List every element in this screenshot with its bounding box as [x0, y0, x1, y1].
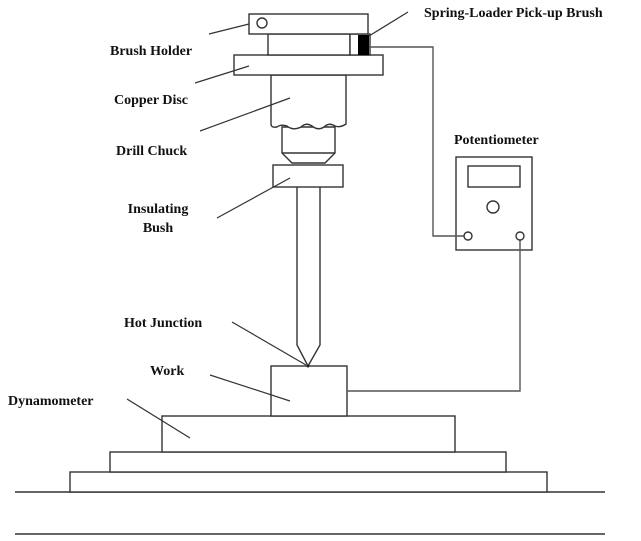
label-spring-brush: Spring-Loader Pick-up Brush	[424, 6, 603, 21]
dynamometer	[161, 415, 456, 453]
leader-hot-junction	[231, 321, 307, 366]
leader-insulating-bush	[216, 177, 291, 219]
base-plate-middle	[109, 451, 507, 473]
copper-disc	[233, 54, 384, 76]
label-work: Work	[150, 364, 184, 379]
label-hot-junction: Hot Junction	[124, 316, 202, 331]
leader-copper-disc	[194, 65, 250, 84]
insulating-bush	[272, 164, 344, 188]
spindle-block	[267, 33, 351, 56]
leader-spring-brush	[368, 11, 409, 37]
drill-chuck-lower	[281, 126, 336, 164]
leader-drill-chuck	[199, 97, 291, 132]
drill-bit	[296, 187, 321, 368]
potentiometer-terminal-right	[515, 231, 525, 241]
wire-brush-to-potentiometer	[369, 46, 464, 237]
label-potentiometer: Potentiometer	[454, 133, 539, 148]
label-brush-holder: Brush Holder	[110, 44, 192, 59]
label-copper-disc: Copper Disc	[114, 93, 188, 108]
label-drill-chuck: Drill Chuck	[116, 144, 187, 159]
label-insulating-line1: Insulating	[128, 202, 189, 217]
potentiometer-display	[467, 165, 521, 188]
leader-brush-holder	[208, 23, 250, 35]
label-dynamometer: Dynamometer	[8, 394, 94, 409]
wire-potentiometer-to-work	[347, 240, 521, 392]
hot-junction-point	[306, 364, 310, 368]
work-piece	[270, 365, 348, 417]
drill-chuck-body	[270, 74, 347, 130]
potentiometer-knob	[486, 200, 500, 214]
spring-brush	[358, 35, 369, 55]
brush-holder-pin	[256, 17, 268, 29]
leader-dynamometer	[126, 398, 191, 439]
leader-work	[209, 374, 291, 402]
label-insulating-line2: Bush	[143, 221, 174, 236]
base-plate-bottom	[69, 471, 548, 493]
potentiometer-terminal-left	[463, 231, 473, 241]
